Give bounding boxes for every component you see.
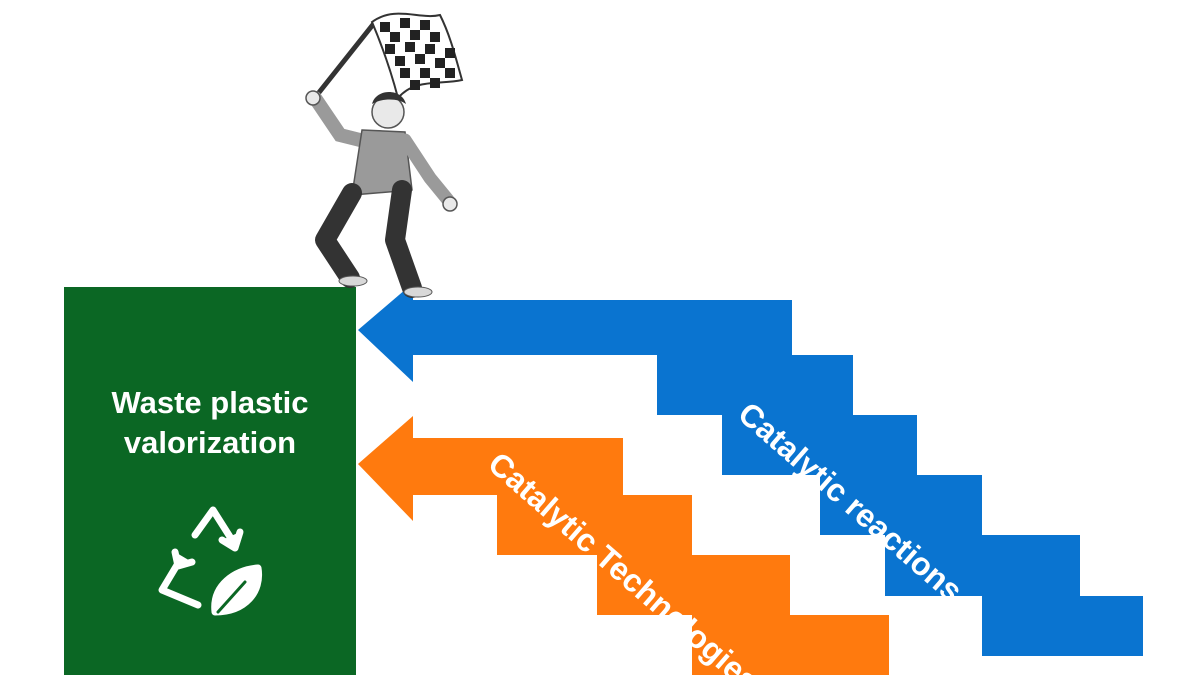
box-title: Waste plastic valorization <box>64 383 356 463</box>
box-title-line-1: Waste plastic <box>111 385 309 420</box>
box-title-line-2: valorization <box>123 425 297 460</box>
diagram-canvas <box>64 12 1143 675</box>
person-with-checkered-flag-icon <box>305 12 464 298</box>
catalytic-technologies-staircase <box>358 416 889 675</box>
catalytic-reactions-staircase <box>358 283 1143 656</box>
diagram-stage: Waste plastic valorization Catalytic rea… <box>64 12 1143 675</box>
valorization-box <box>64 287 356 675</box>
recycle-leaf-icon <box>158 506 263 616</box>
